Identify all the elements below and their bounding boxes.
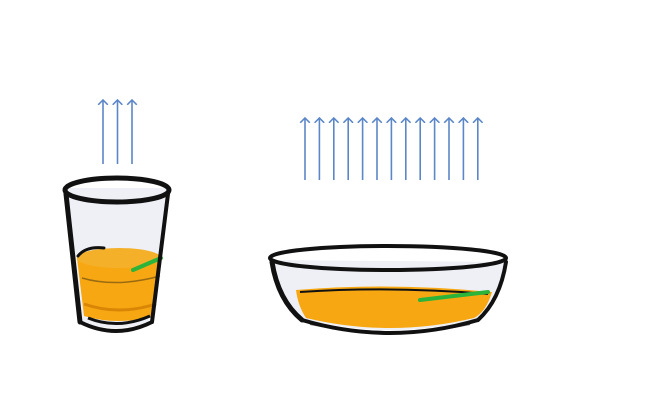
shallow-bowl-icon — [270, 246, 506, 333]
bowl-evaporation-arrows — [305, 118, 478, 180]
drinking-glass-icon — [65, 178, 169, 331]
glass-evaporation-arrows — [103, 100, 132, 164]
